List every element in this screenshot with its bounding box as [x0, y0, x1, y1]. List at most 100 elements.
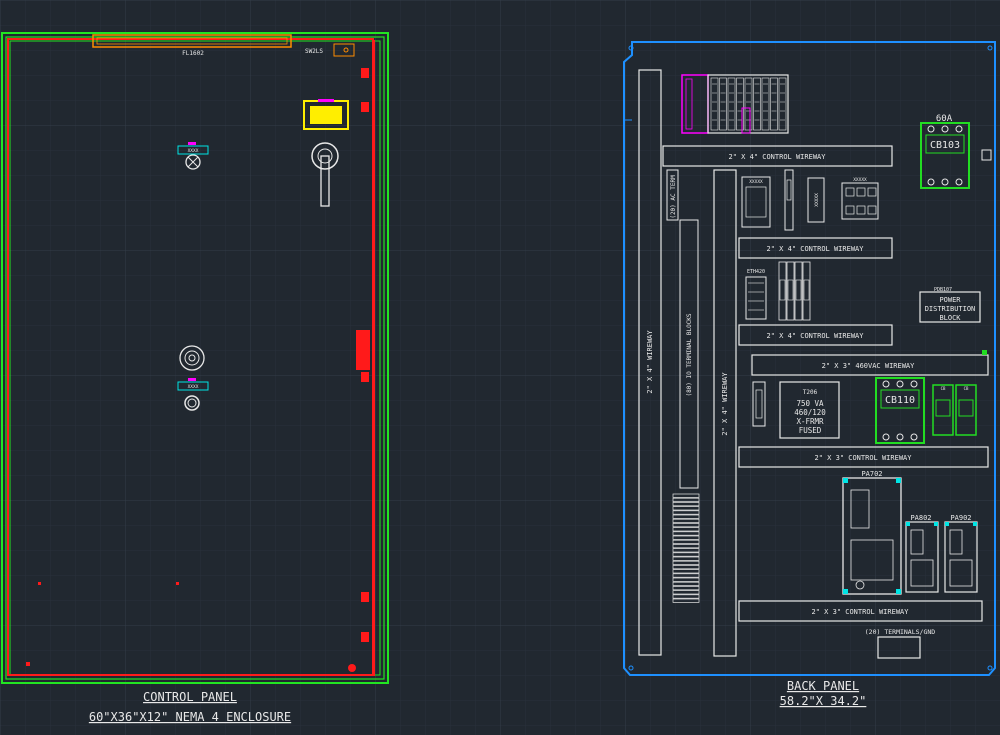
control-wireway-4-label: 2" X 3" CONTROL WIREWAY: [815, 454, 913, 462]
small-breaker-1[interactable]: [932, 384, 954, 436]
enclosure-outline-outer[interactable]: [1, 32, 389, 684]
plc-card: [744, 77, 753, 131]
disconnect-handle-icon[interactable]: [311, 142, 339, 170]
bottom-control-wireway[interactable]: [738, 600, 983, 622]
terminal-block: [672, 539, 700, 544]
transformer-fuse-block[interactable]: [752, 381, 766, 427]
vfd-large-corner: [843, 478, 848, 483]
right-wireway-label: 2" X 4" WIREWAY: [721, 372, 729, 436]
terminal-block: [672, 548, 700, 553]
vfd-large[interactable]: [842, 477, 902, 595]
contactor[interactable]: [841, 182, 879, 220]
vfd-small-left-corner: [906, 522, 910, 526]
control-wireway-2[interactable]: [738, 237, 893, 259]
hinge-5: [361, 632, 369, 642]
ethernet-switch[interactable]: [807, 177, 825, 223]
device-tag-2: XXXXX: [814, 193, 820, 207]
mount-hole: [987, 665, 993, 671]
right-vertical-wireway[interactable]: [713, 169, 737, 657]
cb103-tag: CB103: [930, 140, 960, 151]
small-breaker-2[interactable]: [955, 384, 977, 436]
pushbutton-inner: [187, 398, 197, 408]
small-breaker-2-tag: CB: [964, 386, 969, 391]
plc-card: [736, 77, 744, 131]
drive-small-left-tag: PA802: [910, 514, 931, 522]
terminal-block: [672, 527, 700, 532]
ground-terminal-strip[interactable]: [877, 636, 921, 659]
mount-hole: [176, 582, 179, 585]
terminal-block: [672, 569, 700, 574]
ac-terminal-label: (20) AC TERM: [670, 175, 677, 219]
back-panel[interactable]: 2" X 4" WIREWAY 2" X 4" WIREWAY (20) AC …: [623, 41, 996, 708]
breaker-terminal: [882, 433, 890, 441]
pushbutton-marker: [188, 378, 196, 381]
power-distribution-block[interactable]: [919, 291, 981, 323]
terminal-block: [672, 535, 700, 540]
relay-coil: [803, 279, 810, 301]
breaker-cb103[interactable]: [920, 122, 970, 189]
terminal-block-stack[interactable]: [672, 493, 700, 603]
vfd-small-right[interactable]: [944, 521, 978, 593]
relay-bank[interactable]: [748, 261, 811, 321]
io-terminal-blocks[interactable]: [679, 219, 699, 489]
vfd-small-right-heatsink: [949, 559, 973, 587]
terminal-block: [672, 523, 700, 528]
contactor-pole: [867, 187, 877, 197]
transformer[interactable]: [779, 381, 840, 439]
terminal-block: [672, 556, 700, 561]
breaker-terminal: [941, 178, 949, 186]
relay-base[interactable]: [745, 276, 767, 320]
fluorescent-light[interactable]: [92, 34, 292, 48]
breaker-terminal: [955, 178, 963, 186]
control-wireway-3[interactable]: [738, 324, 893, 346]
pushbutton-icon[interactable]: [184, 395, 200, 411]
top-control-wireway[interactable]: [662, 145, 893, 167]
cb103-label-plate: [925, 134, 965, 154]
contactor-pole: [856, 187, 866, 197]
pilot-light-x2: [187, 156, 199, 168]
door-switch-icon: [343, 47, 349, 53]
io-terminal-label: (80) IO TERMINAL BLOCKS: [686, 313, 693, 396]
transformer-line3: X-FRMR: [796, 417, 824, 426]
selector-center: [188, 354, 196, 362]
disconnect-lever[interactable]: [320, 155, 330, 207]
transformer-line2: 460/120: [794, 408, 826, 417]
pdb-line1: POWER: [939, 296, 961, 304]
terminal-block: [672, 506, 700, 511]
cb110-tag: CB110: [885, 395, 915, 406]
plc-card: [710, 77, 719, 131]
control-wireway-4[interactable]: [738, 446, 989, 468]
latch[interactable]: [356, 330, 370, 370]
mount-hole: [26, 662, 30, 666]
left-vertical-wireway[interactable]: [638, 69, 662, 656]
pilot-light-icon[interactable]: [185, 154, 201, 170]
ac-terminal-strip[interactable]: [666, 169, 679, 221]
vac-460-wireway[interactable]: [751, 354, 989, 376]
plc-card: [753, 77, 761, 131]
power-supply-device[interactable]: [741, 176, 771, 228]
breaker-cb110[interactable]: [875, 377, 925, 444]
hinge-2: [361, 102, 369, 112]
selector-ring: [184, 350, 200, 366]
terminal-block: [672, 586, 700, 591]
pilot-light-marker: [188, 142, 196, 145]
terminal-block: [672, 552, 700, 557]
terminal-block: [672, 502, 700, 507]
hinge-3: [361, 372, 369, 382]
plc-io-cards: [710, 77, 787, 131]
fuse-holder[interactable]: [784, 169, 794, 231]
door-switch[interactable]: [333, 43, 355, 57]
back-panel-title: BACK PANEL: [787, 679, 859, 693]
control-panel[interactable]: FL1602 SW2LS XXXX XXXX CONTROL PANEL 60"…: [1, 32, 389, 724]
device-tag-3: XXXXX: [853, 177, 867, 183]
plc-ps-detail: [685, 78, 693, 130]
vfd-small-left[interactable]: [905, 521, 939, 593]
enclosure-outline-mid: [5, 36, 385, 680]
transformer-fuse: [755, 389, 763, 419]
breaker-terminal: [941, 125, 949, 133]
back-panel-outline[interactable]: [623, 41, 996, 676]
power-supply-face: [745, 186, 767, 218]
selector-switch-icon[interactable]: [179, 345, 205, 371]
cb110-label-plate: [880, 389, 920, 409]
